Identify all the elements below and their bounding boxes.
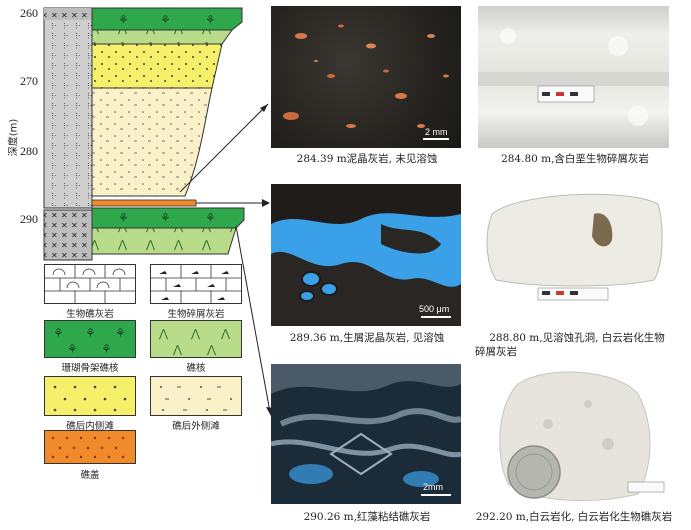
svg-text:⚘: ⚘: [160, 211, 171, 225]
legend-swatch-bioclastic-limestone: [150, 264, 242, 304]
svg-text:⚘: ⚘: [205, 13, 216, 27]
blue-thin-section-texture: [271, 184, 461, 326]
legend-swatch-coral-framework: ⚘ ⚘ ⚘ ⚘ ⚘: [44, 320, 136, 358]
caption-photo-4-line2: 碎屑灰岩: [475, 346, 517, 358]
caption-photo-3: 289.36 m,生屑泥晶灰岩, 见溶蚀: [289, 332, 445, 344]
svg-text:⚘: ⚘: [160, 13, 171, 27]
legend-swatch-outer-shoal: [150, 376, 242, 416]
scale-bar-label: 2mm: [423, 482, 443, 492]
caption-photo-2: 284.80 m,含白垩生物碎屑灰岩: [501, 153, 649, 165]
svg-text:⚘: ⚘: [118, 211, 129, 225]
caption-photo-1: 284.39 m泥晶灰岩, 未见溶蚀: [296, 153, 438, 165]
legend-swatch-reef-core: ⋀ ⋀ ⋀ ⋀ ⋀: [150, 320, 242, 358]
inner-shoal-pattern: [53, 385, 127, 412]
svg-text:⚘: ⚘: [205, 211, 216, 225]
svg-text:⚘: ⚘: [85, 326, 96, 340]
svg-text:⚘: ⚘: [101, 342, 112, 356]
svg-text:⋀: ⋀: [158, 327, 169, 340]
photo-specimen-292-20: [478, 364, 669, 504]
photo-thin-section-290-26: 2mm: [271, 364, 461, 504]
depth-290: 290: [20, 212, 38, 226]
bioclastic-limestone-pattern: [151, 265, 241, 303]
legend-label-bioclastic-limestone: 生物碎屑灰岩: [167, 309, 225, 320]
photo-core-284-80: [478, 6, 669, 148]
legend-swatch-reef-limestone: [44, 264, 136, 304]
svg-text:⚘: ⚘: [67, 342, 78, 356]
svg-text:⋀: ⋀: [190, 327, 201, 340]
svg-text:⚘: ⚘: [53, 326, 64, 340]
thin-section-texture: [283, 24, 449, 140]
legend-label-reef-limestone: 生物礁灰岩: [66, 309, 114, 320]
caption-photo-4-line1: 288.80 m,见溶蚀孔洞, 白云岩化生物: [489, 332, 665, 344]
photo-thin-section-289-36: 500 μm: [271, 184, 461, 326]
svg-text:⚘: ⚘: [118, 13, 129, 27]
caption-photo-6: 292.20 m,白云岩化, 白云岩化生物礁灰岩: [475, 511, 673, 523]
legend-swatch-reef-cap: [44, 430, 136, 464]
photo-thin-section-284-39: 2 mm: [271, 6, 461, 148]
depth-260: 260: [20, 6, 38, 20]
outer-shoal-pattern: [160, 386, 232, 411]
caption-photo-5: 290.26 m,红藻粘结礁灰岩: [303, 511, 431, 523]
depth-280: 280: [20, 144, 38, 158]
core-hole-texture: [486, 193, 663, 301]
algae-thin-section-texture: [271, 364, 461, 496]
legend-label-reef-core: 礁核: [186, 363, 206, 374]
core-texture: [478, 28, 669, 126]
reef-limestone-pattern: [45, 265, 135, 303]
legend-swatch-inner-shoal: [44, 376, 136, 416]
svg-text:⋀: ⋀: [220, 327, 231, 340]
photo-core-288-80: [478, 184, 669, 326]
specimen-texture: [499, 371, 665, 502]
reef-core-pattern: ⋀ ⋀ ⋀ ⋀ ⋀: [158, 327, 231, 356]
svg-text:⋀: ⋀: [206, 343, 217, 356]
legend-label-inner-shoal: 礁后内侧滩: [66, 421, 114, 432]
svg-text:⚘: ⚘: [115, 326, 126, 340]
depth-270: 270: [20, 74, 38, 88]
coral-framework-pattern: ⚘ ⚘ ⚘ ⚘ ⚘: [53, 326, 126, 356]
scale-bar-label: 500 μm: [419, 304, 450, 314]
scale-bar-label: 2 mm: [425, 127, 448, 137]
legend-label-coral-framework: 珊瑚骨架礁核: [61, 363, 119, 374]
svg-text:⋀: ⋀: [172, 343, 183, 356]
reef-cap-pattern: [51, 436, 125, 459]
legend-label-outer-shoal: 礁后外侧滩: [172, 421, 220, 432]
legend-label-reef-cap: 礁盖: [80, 470, 100, 481]
